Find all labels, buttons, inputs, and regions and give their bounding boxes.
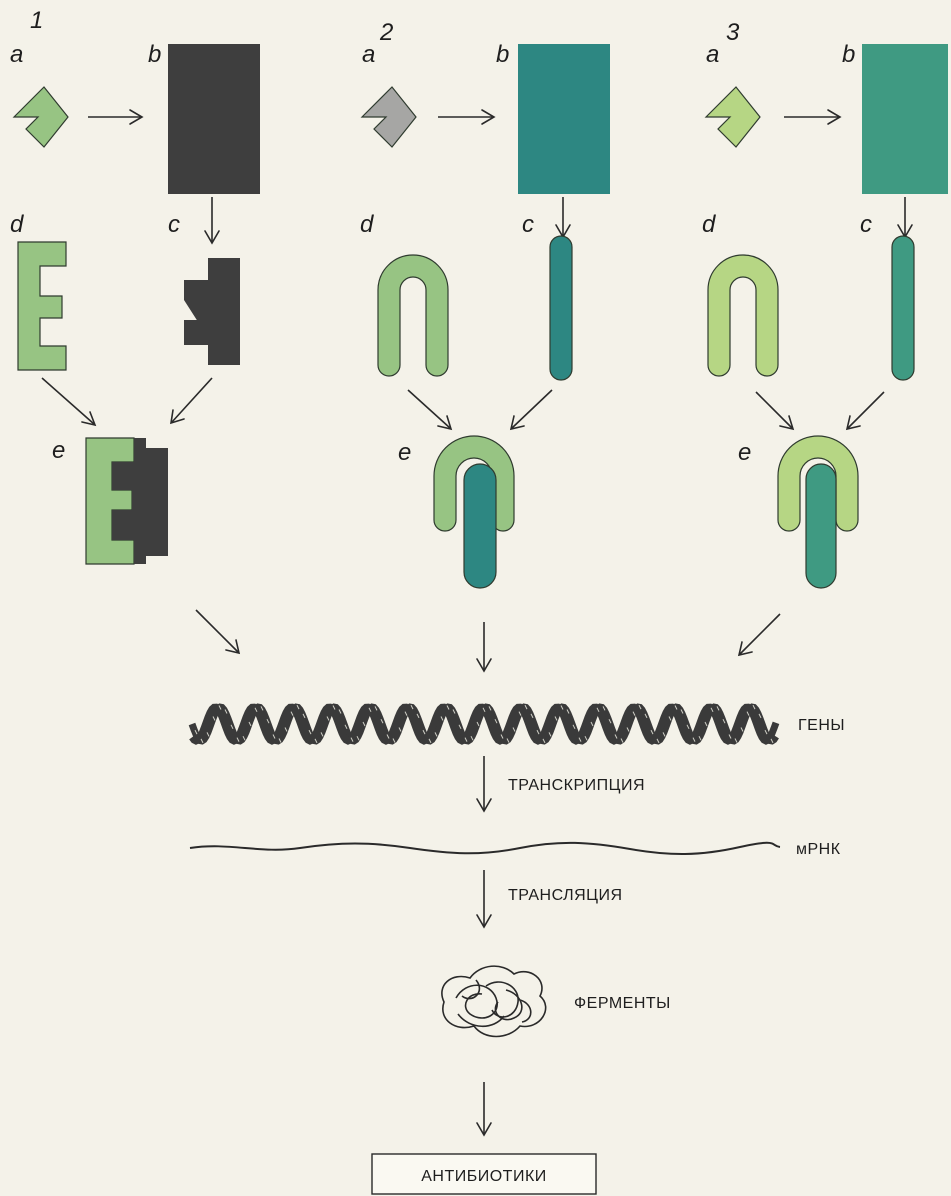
panel-3-signal-molecule	[706, 87, 760, 147]
panel-2-arrow-c-e	[512, 390, 552, 428]
panel-3-rod	[892, 236, 914, 380]
panel-1-signal-molecule	[14, 87, 68, 147]
panel-1-arrow-c-e	[172, 378, 212, 422]
panel-3: 3 a b d c e	[702, 19, 948, 655]
panel-2: 2 a b d c e	[360, 19, 610, 671]
panel-3-label-d: d	[702, 211, 716, 238]
genes-label: ГЕНЫ	[798, 717, 845, 734]
enzyme-coil	[442, 966, 546, 1036]
panel-2-rod	[550, 236, 572, 380]
mrna-label: мРНК	[796, 841, 841, 858]
panel-1-complex	[86, 438, 168, 564]
panel-3-arrow-to-genes	[740, 614, 780, 654]
panel-2-label-b: b	[496, 41, 509, 68]
translation-label: ТРАНСЛЯЦИЯ	[508, 887, 623, 904]
panel-1-label-b: b	[148, 41, 161, 68]
panel-3-label-a: a	[706, 41, 719, 68]
panel-1-label-c: c	[168, 211, 180, 238]
panel-2-label-d: d	[360, 211, 374, 238]
mrna-strand	[190, 843, 780, 854]
panel-3-label-b: b	[842, 41, 855, 68]
panel-2-label-c: c	[522, 211, 534, 238]
panel-3-complex	[778, 436, 858, 588]
panel-1-arrow-d-e	[42, 378, 94, 424]
dna-helix	[192, 705, 776, 743]
panel-3-receptor-block	[862, 44, 948, 194]
panel-3-number: 3	[726, 19, 740, 46]
panel-2-number: 2	[379, 19, 393, 46]
panel-1-label-a: a	[10, 41, 23, 68]
gene-expression-pathway: ГЕНЫ ТРАНСКРИПЦИЯ мРНК ТРАНСЛЯЦИЯ ФЕРМЕН…	[190, 705, 845, 1194]
panel-1-dark-fragment	[184, 258, 240, 365]
antibiotics-label: АНТИБИОТИКИ	[421, 1168, 547, 1185]
panel-3-arrow-c-e	[848, 392, 884, 428]
enzymes-label: ФЕРМЕНТЫ	[574, 995, 671, 1012]
panel-3-label-c: c	[860, 211, 872, 238]
panel-3-u-shaped-protein	[708, 255, 778, 376]
panel-3-label-e: e	[738, 439, 751, 466]
panel-1-label-e: e	[52, 437, 65, 464]
panel-1-e-shaped-protein	[18, 242, 66, 370]
panel-1-label-d: d	[10, 211, 24, 238]
panel-2-complex	[434, 436, 514, 588]
panel-2-u-shaped-protein	[378, 255, 448, 376]
panel-2-label-a: a	[362, 41, 375, 68]
panel-2-signal-molecule	[362, 87, 416, 147]
panel-2-receptor-block	[518, 44, 610, 194]
panel-1: 1 a b d c e	[10, 7, 260, 653]
panel-2-label-e: e	[398, 439, 411, 466]
panel-1-arrow-to-genes	[196, 610, 238, 652]
transcription-label: ТРАНСКРИПЦИЯ	[508, 777, 645, 794]
panel-1-receptor-block	[168, 44, 260, 194]
panel-1-number: 1	[30, 7, 43, 34]
panel-2-arrow-d-e	[408, 390, 450, 428]
panel-3-arrow-d-e	[756, 392, 792, 428]
